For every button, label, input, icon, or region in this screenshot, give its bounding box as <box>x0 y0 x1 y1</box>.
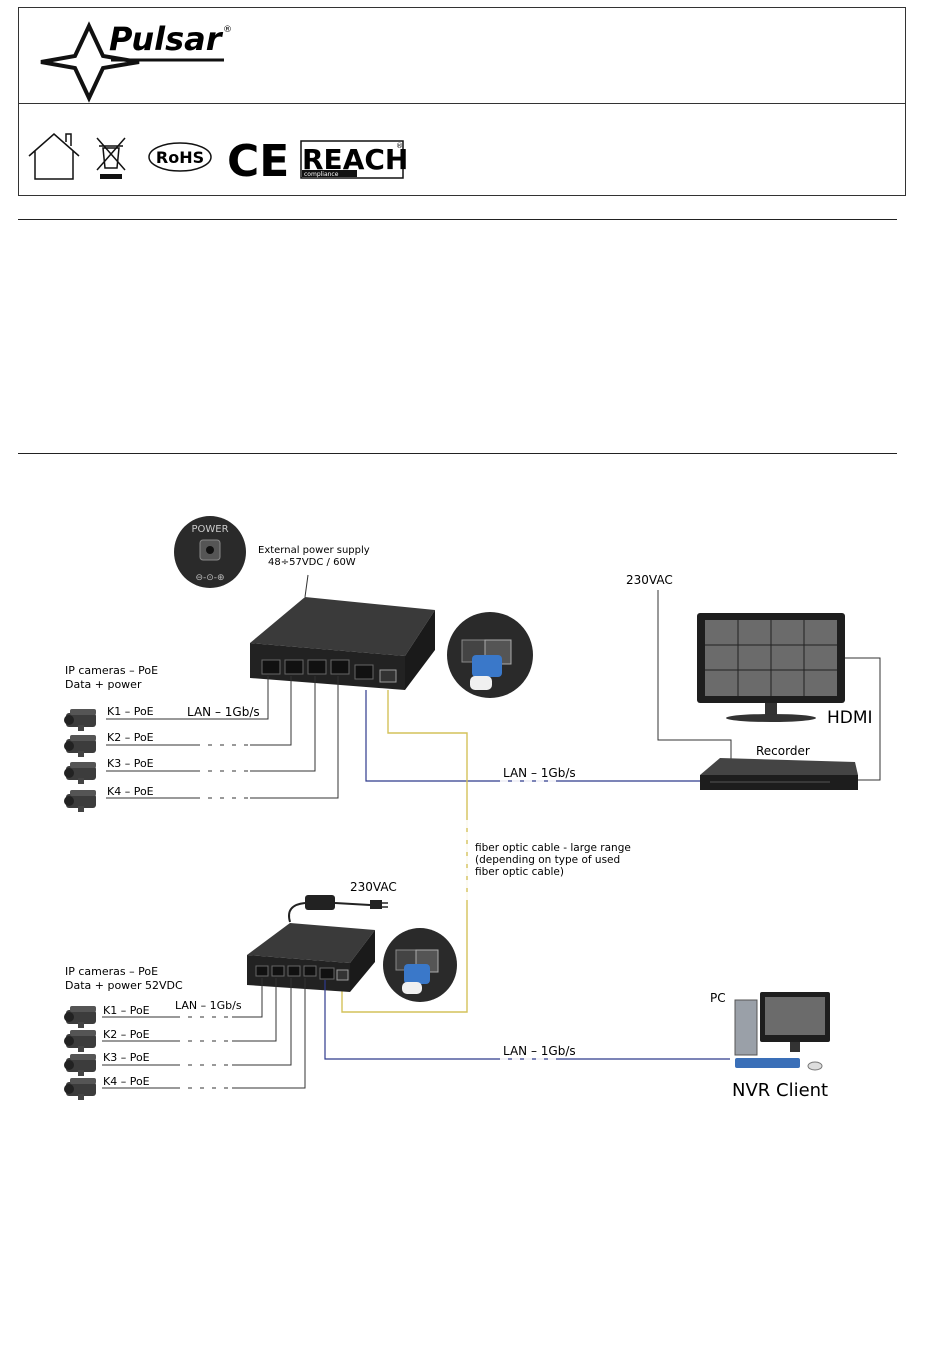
psu-line2: 48÷57VDC / 60W <box>268 557 356 568</box>
top-camera-k4-label: K4 – PoE <box>107 785 154 798</box>
nvr-client-label: NVR Client <box>732 1080 828 1101</box>
power-jack-closeup: POWER ⊖-⊙-⊕ <box>174 516 246 588</box>
pc-icon <box>734 992 830 1071</box>
top-vac-label: 230VAC <box>626 573 673 587</box>
indoor-house-icon <box>28 133 80 180</box>
fiber-line1: fiber optic cable - large range <box>475 842 631 854</box>
header-box: Pulsar ® <box>18 7 906 104</box>
sfp-closeup-top <box>447 612 533 698</box>
fiber-line3: fiber optic cable) <box>475 866 564 878</box>
bottom-camera-k2-label: K2 – PoE <box>103 1028 150 1041</box>
rohs-label: RoHS <box>156 148 204 167</box>
reach-registered: ® <box>396 142 403 150</box>
bottom-camera-cables <box>102 978 306 1089</box>
bottom-camera-k3-label: K3 – PoE <box>103 1051 150 1064</box>
brand-name: Pulsar <box>109 20 224 58</box>
reach-sub-label: compliance <box>304 171 339 178</box>
bottom-camera-k1-label: K1 – PoE <box>103 1004 150 1017</box>
bottom-camera-k4-label: K4 – PoE <box>103 1075 150 1088</box>
ce-mark-icon: CE <box>227 136 289 187</box>
camera-k2-top <box>64 735 96 757</box>
camera-k2-bottom <box>64 1030 96 1052</box>
monitor-icon <box>697 613 845 722</box>
ce-label: CE <box>227 136 289 187</box>
top-cameras-line2: Data + power <box>65 678 142 691</box>
pulsar-logo: Pulsar ® <box>40 20 232 103</box>
hdmi-label: HDMI <box>827 708 873 728</box>
top-lan-label: LAN – 1Gb/s <box>187 705 260 719</box>
camera-k1-top <box>64 709 96 731</box>
cert-icons: RoHS CE REACH compliance ® <box>28 133 408 187</box>
certifications-box: RoHS CE REACH compliance ® <box>18 104 906 196</box>
logo-star-icon <box>40 21 140 103</box>
switch-top <box>250 597 435 690</box>
top-camera-k1-label: K1 – PoE <box>107 705 154 718</box>
divider-top <box>18 219 897 220</box>
top-uplink-line <box>365 690 700 782</box>
reach-icon: REACH compliance ® <box>300 140 408 179</box>
weee-bin-icon <box>96 137 126 179</box>
svg-text:⊖-⊙-⊕: ⊖-⊙-⊕ <box>195 573 224 583</box>
top-uplink-label: LAN – 1Gb/s <box>503 766 576 780</box>
pc-label: PC <box>710 991 726 1005</box>
camera-k4-top <box>64 790 96 812</box>
top-camera-cables <box>106 676 339 799</box>
recorder-label: Recorder <box>756 744 810 758</box>
power-jack-label: POWER <box>191 524 228 535</box>
psu-line1: External power supply <box>258 545 370 556</box>
switch-bottom <box>247 923 375 992</box>
divider-bottom <box>18 453 897 454</box>
top-camera-k3-label: K3 – PoE <box>107 757 154 770</box>
bottom-vac-label: 230VAC <box>350 880 397 894</box>
registered-mark: ® <box>223 25 232 35</box>
bottom-uplink-line <box>324 980 730 1060</box>
power-adapter-icon <box>288 895 388 923</box>
camera-k3-bottom <box>64 1054 96 1076</box>
camera-k4-bottom <box>64 1078 96 1100</box>
rohs-icon: RoHS <box>148 142 212 172</box>
top-vac-cable <box>657 590 732 760</box>
top-camera-k2-label: K2 – PoE <box>107 731 154 744</box>
camera-k1-bottom <box>64 1006 96 1028</box>
bottom-cameras-line1: IP cameras – PoE <box>65 965 158 978</box>
recorder-icon <box>700 758 858 790</box>
bottom-cameras-line2: Data + power 52VDC <box>65 979 183 992</box>
fiber-line2: (depending on type of used <box>475 854 620 866</box>
camera-k3-top <box>64 762 96 784</box>
sfp-closeup-bottom <box>383 928 457 1002</box>
bottom-uplink-label: LAN – 1Gb/s <box>503 1044 576 1058</box>
hdmi-cable <box>845 657 881 781</box>
bottom-lan-label: LAN – 1Gb/s <box>175 999 242 1012</box>
top-cameras-line1: IP cameras – PoE <box>65 664 158 677</box>
